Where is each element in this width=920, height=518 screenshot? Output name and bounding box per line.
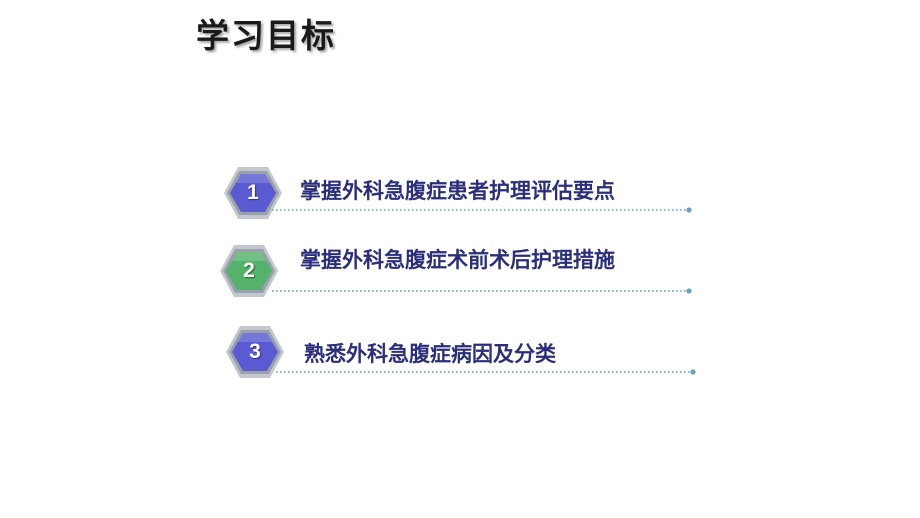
- number-hex-badge-3: 3: [224, 324, 286, 380]
- hexagon-icon: [226, 326, 284, 378]
- goal-text: 掌握外科急腹症患者护理评估要点: [300, 179, 615, 203]
- goal-item-1: 1 掌握外科急腹症患者护理评估要点: [0, 165, 920, 225]
- hexagon-icon: [220, 245, 278, 297]
- number-hex-badge-2: 2: [218, 243, 280, 299]
- hexagon-icon: [224, 167, 282, 219]
- goal-text: 掌握外科急腹症术前术后护理措施: [300, 248, 615, 272]
- dotted-divider: [272, 207, 694, 213]
- number-hex-badge-1: 1: [222, 165, 284, 221]
- goal-item-2: 2 掌握外科急腹症术前术后护理措施: [0, 243, 920, 303]
- dotted-divider: [276, 369, 698, 375]
- goal-number: 1: [247, 181, 259, 204]
- goal-item-3: 3 熟悉外科急腹症病因及分类: [0, 324, 920, 384]
- page-title: 学习目标: [196, 16, 336, 55]
- dotted-divider: [272, 288, 694, 294]
- goal-number: 3: [249, 340, 261, 363]
- goal-number: 2: [243, 259, 255, 282]
- goal-text: 熟悉外科急腹症病因及分类: [304, 342, 556, 366]
